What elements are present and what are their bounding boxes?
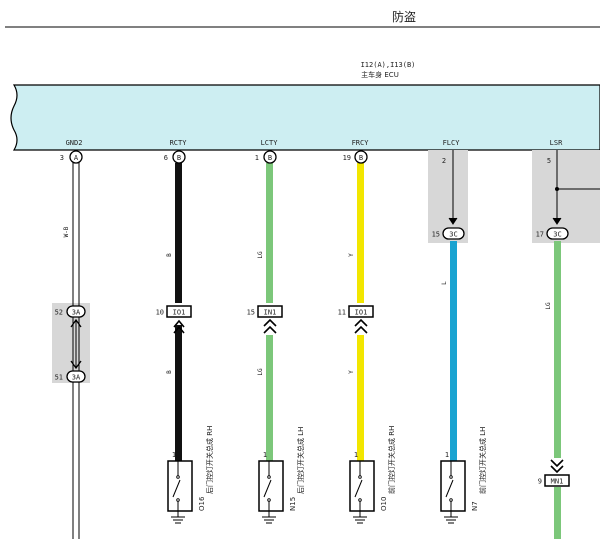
signal-gnd2: GND2 [66,139,83,147]
junction-3a-bottom-pin: 51 [55,374,63,382]
wire-color-frcy-upper: Y [348,253,355,257]
pin-circle-lcty [263,150,277,164]
signal-rcty: RCTY [170,139,188,147]
switch-n7-label: 前门控灯开关总成 LH [478,427,487,494]
junction-3c-lsr-pin: 17 [536,231,544,239]
junction-3c-flcy-label: 3C [449,231,457,239]
wire-color-rcty-lower: B [166,370,173,374]
conn-frcy: B [359,154,363,162]
switch-n15-pin: 1 [263,451,267,459]
connector-io1-rcty [166,305,192,318]
wire-lcty-upper [266,163,273,303]
junction-3a-top-pin: 52 [55,309,63,317]
splice-arrow-lsr [552,217,562,225]
connector-arrow-frcy [354,318,368,334]
junction-3c-lsr-label: 3C [553,231,561,239]
switch-n15: 1 [258,451,284,524]
switch-n7-pin: 1 [445,451,449,459]
wire-color-rcty-upper: B [166,253,173,257]
switch-o10-code: O10 [380,497,388,511]
switch-o10-label: 前门控灯开关总成 RH [387,426,396,494]
wire-gnd2 [72,162,80,539]
switch-o16: 1 [167,451,193,524]
wire-color-flcy: L [441,281,448,285]
signal-lsr: LSR [550,139,563,147]
wire-lcty-lower [266,335,273,461]
connector-arrow-rcty [173,319,185,334]
pin-flcy: 2 [442,157,446,165]
pin-circle-gnd2 [69,150,83,164]
connector-mn1-lsr-pin: 9 [538,478,542,486]
switch-o16-pin: 1 [172,451,176,459]
switch-o16-label: 后门控灯开关总成 RH [205,426,214,494]
splice-arrow-up [70,318,82,328]
wire-rcty-lower [175,325,182,461]
signal-frcy: FRCY [352,139,370,147]
connector-io1-frcy-label: IO1 [355,309,368,317]
connector-mn1-lsr [544,474,570,487]
splice-arrow-down [70,360,82,370]
pin-lsr: 5 [547,157,551,165]
connector-arrow-lsr [550,459,564,474]
switch-n7: 1 [440,451,466,524]
pin-gnd2: 3 [60,154,64,162]
pin-circle-frcy [354,150,368,164]
connector-in1-lcty [257,305,283,318]
connector-io1-rcty-label: IO1 [173,309,186,317]
splice-shade-lsr [532,150,600,243]
wire-rcty-upper [175,163,182,303]
splice-arrow-flcy [448,217,458,225]
pin-circle-rcty [172,150,186,164]
signal-lcty: LCTY [261,139,279,147]
pin-lcty: 1 [255,154,259,162]
ecu-box [10,84,600,151]
ecu-name: 主车身 ECU [361,70,399,79]
junction-3c-flcy [442,227,465,240]
wire-color-frcy-lower: Y [348,370,355,374]
connector-in1-lcty-pin: 15 [247,309,255,317]
pin-frcy: 19 [343,154,351,162]
signal-flcy: FLCY [443,139,461,147]
junction-3c-lsr [546,227,569,240]
switch-n15-label: 后门控灯开关总成 LH [296,427,305,494]
wire-color-gnd2: W-B [63,226,70,237]
connector-io1-frcy-pin: 11 [338,309,346,317]
connector-io1-frcy [348,305,374,318]
conn-rcty: B [177,154,181,162]
pin-rcty: 6 [164,154,168,162]
connector-io1-rcty-pin: 10 [156,309,164,317]
page-title: 防盗 [392,9,416,24]
switch-n7-code: N7 [471,501,479,511]
connector-arrow-lcty [263,318,277,334]
wire-lsr-upper [554,241,561,458]
wire-color-lcty-upper: LG [257,251,264,259]
wire-color-lsr: LG [545,302,552,310]
junction-3a-top-label: 3A [72,309,81,317]
switch-o10-pin: 1 [354,451,358,459]
connector-mn1-lsr-label: MN1 [551,478,564,486]
wire-color-lcty-lower: LG [257,368,264,376]
conn-gnd2: A [74,154,79,162]
switch-o16-code: O16 [198,496,206,511]
switch-n15-code: N15 [289,497,297,511]
junction-3a-top [66,305,86,318]
wire-frcy-lower [357,335,364,461]
splice-dot-lsr [555,187,559,191]
junction-3c-flcy-pin: 15 [432,231,440,239]
junction-3a-bottom [66,370,86,383]
switch-o10: 1 [349,451,375,524]
wire-frcy-upper [357,163,364,303]
ecu-connector-code: I12(A),I13(B) [361,61,416,69]
wire-flcy [450,241,457,461]
conn-lcty: B [268,154,272,162]
junction-3a-bottom-label: 3A [72,374,81,382]
connector-in1-lcty-label: IN1 [264,309,277,317]
wire-lsr-lower [554,487,561,539]
